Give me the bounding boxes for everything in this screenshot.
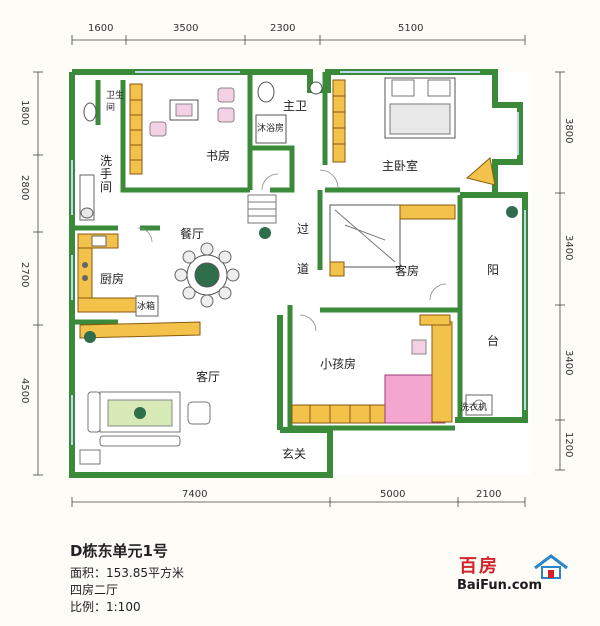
room-label-washer: 洗衣机 [460,401,487,413]
unit-layout: 四房二厅 [70,583,119,597]
toilet-fixtures [79,102,97,221]
plant-icons [84,206,518,343]
brand-name-cn: 百房 [459,556,499,577]
dim-right-1: 3800 [563,118,574,143]
dim-top-2: 3500 [173,23,198,34]
dim-bottom-2: 5000 [380,489,405,500]
room-label-corridor-1: 过 [297,222,309,236]
kids-room-furniture [291,314,453,424]
room-label-kitchen: 厨房 [100,271,124,286]
dim-left-1: 1800 [19,100,30,125]
master-bedroom-furniture [332,77,496,186]
room-label-master-bath: 主卫 [283,99,307,113]
dim-right-3: 3400 [563,350,574,375]
room-label-balcony-2: 台 [487,333,499,348]
room-label-washroom-3: 间 [100,180,112,194]
dim-right-2: 3400 [563,235,574,260]
unit-info: D栋东单元1号 面积：153.85平方米 四房二厅 比例：1:100 [70,540,184,616]
stair [247,194,277,224]
master-bath-fixtures [255,81,323,144]
study-furniture [129,83,235,175]
room-label-shower: 沐浴房 [257,122,284,134]
room-label-toilet: 卫生 [106,89,124,101]
dimension-top [71,35,526,45]
room-label-study: 书房 [206,148,230,163]
unit-scale: 比例：1:100 [70,600,141,614]
room-label-guest: 客房 [395,263,419,278]
room-label-master-bedroom: 主卧室 [382,158,418,173]
room-label-entrance: 玄关 [282,446,306,461]
brand-name-en: BaiFun.com [457,578,543,593]
room-label-corridor-2: 道 [297,262,309,276]
room-label-dining: 餐厅 [180,226,204,241]
room-label-washroom-2: 手 [100,167,112,181]
guest-room-furniture [329,204,456,277]
kitchen-fixtures [77,233,159,317]
room-label-balcony-1: 阳 [487,263,499,277]
brand-logo: 百房 BaiFun.com [455,552,575,602]
room-label-toilet-2: 间 [106,101,115,113]
unit-title: D栋东单元1号 [70,542,168,560]
room-label-washroom-1: 洗 [100,154,112,168]
dimension-bottom [71,497,526,507]
room-label-fridge: 冰箱 [137,300,155,312]
dim-bottom-3: 2100 [476,489,501,500]
room-label-kids: 小孩房 [320,356,356,371]
washer [465,394,493,416]
dim-right-4: 1200 [563,432,574,457]
house-icon [534,554,568,579]
windows [71,71,526,445]
dim-left-4: 4500 [19,378,30,403]
room-label-living: 客厅 [196,369,220,384]
dim-top-1: 1600 [88,23,113,34]
interior-walls [72,72,463,431]
door-swings [137,169,447,332]
dim-left-2: 2800 [19,175,30,200]
dim-top-4: 5100 [398,23,423,34]
dimension-right [555,71,565,471]
dim-left-3: 2700 [19,262,30,287]
dimension-left [33,71,43,476]
living-furniture [79,321,211,465]
unit-area: 面积：153.85平方米 [70,566,184,580]
dim-bottom-1: 7400 [182,489,207,500]
dining-table [174,242,240,308]
dim-top-3: 2300 [270,23,295,34]
